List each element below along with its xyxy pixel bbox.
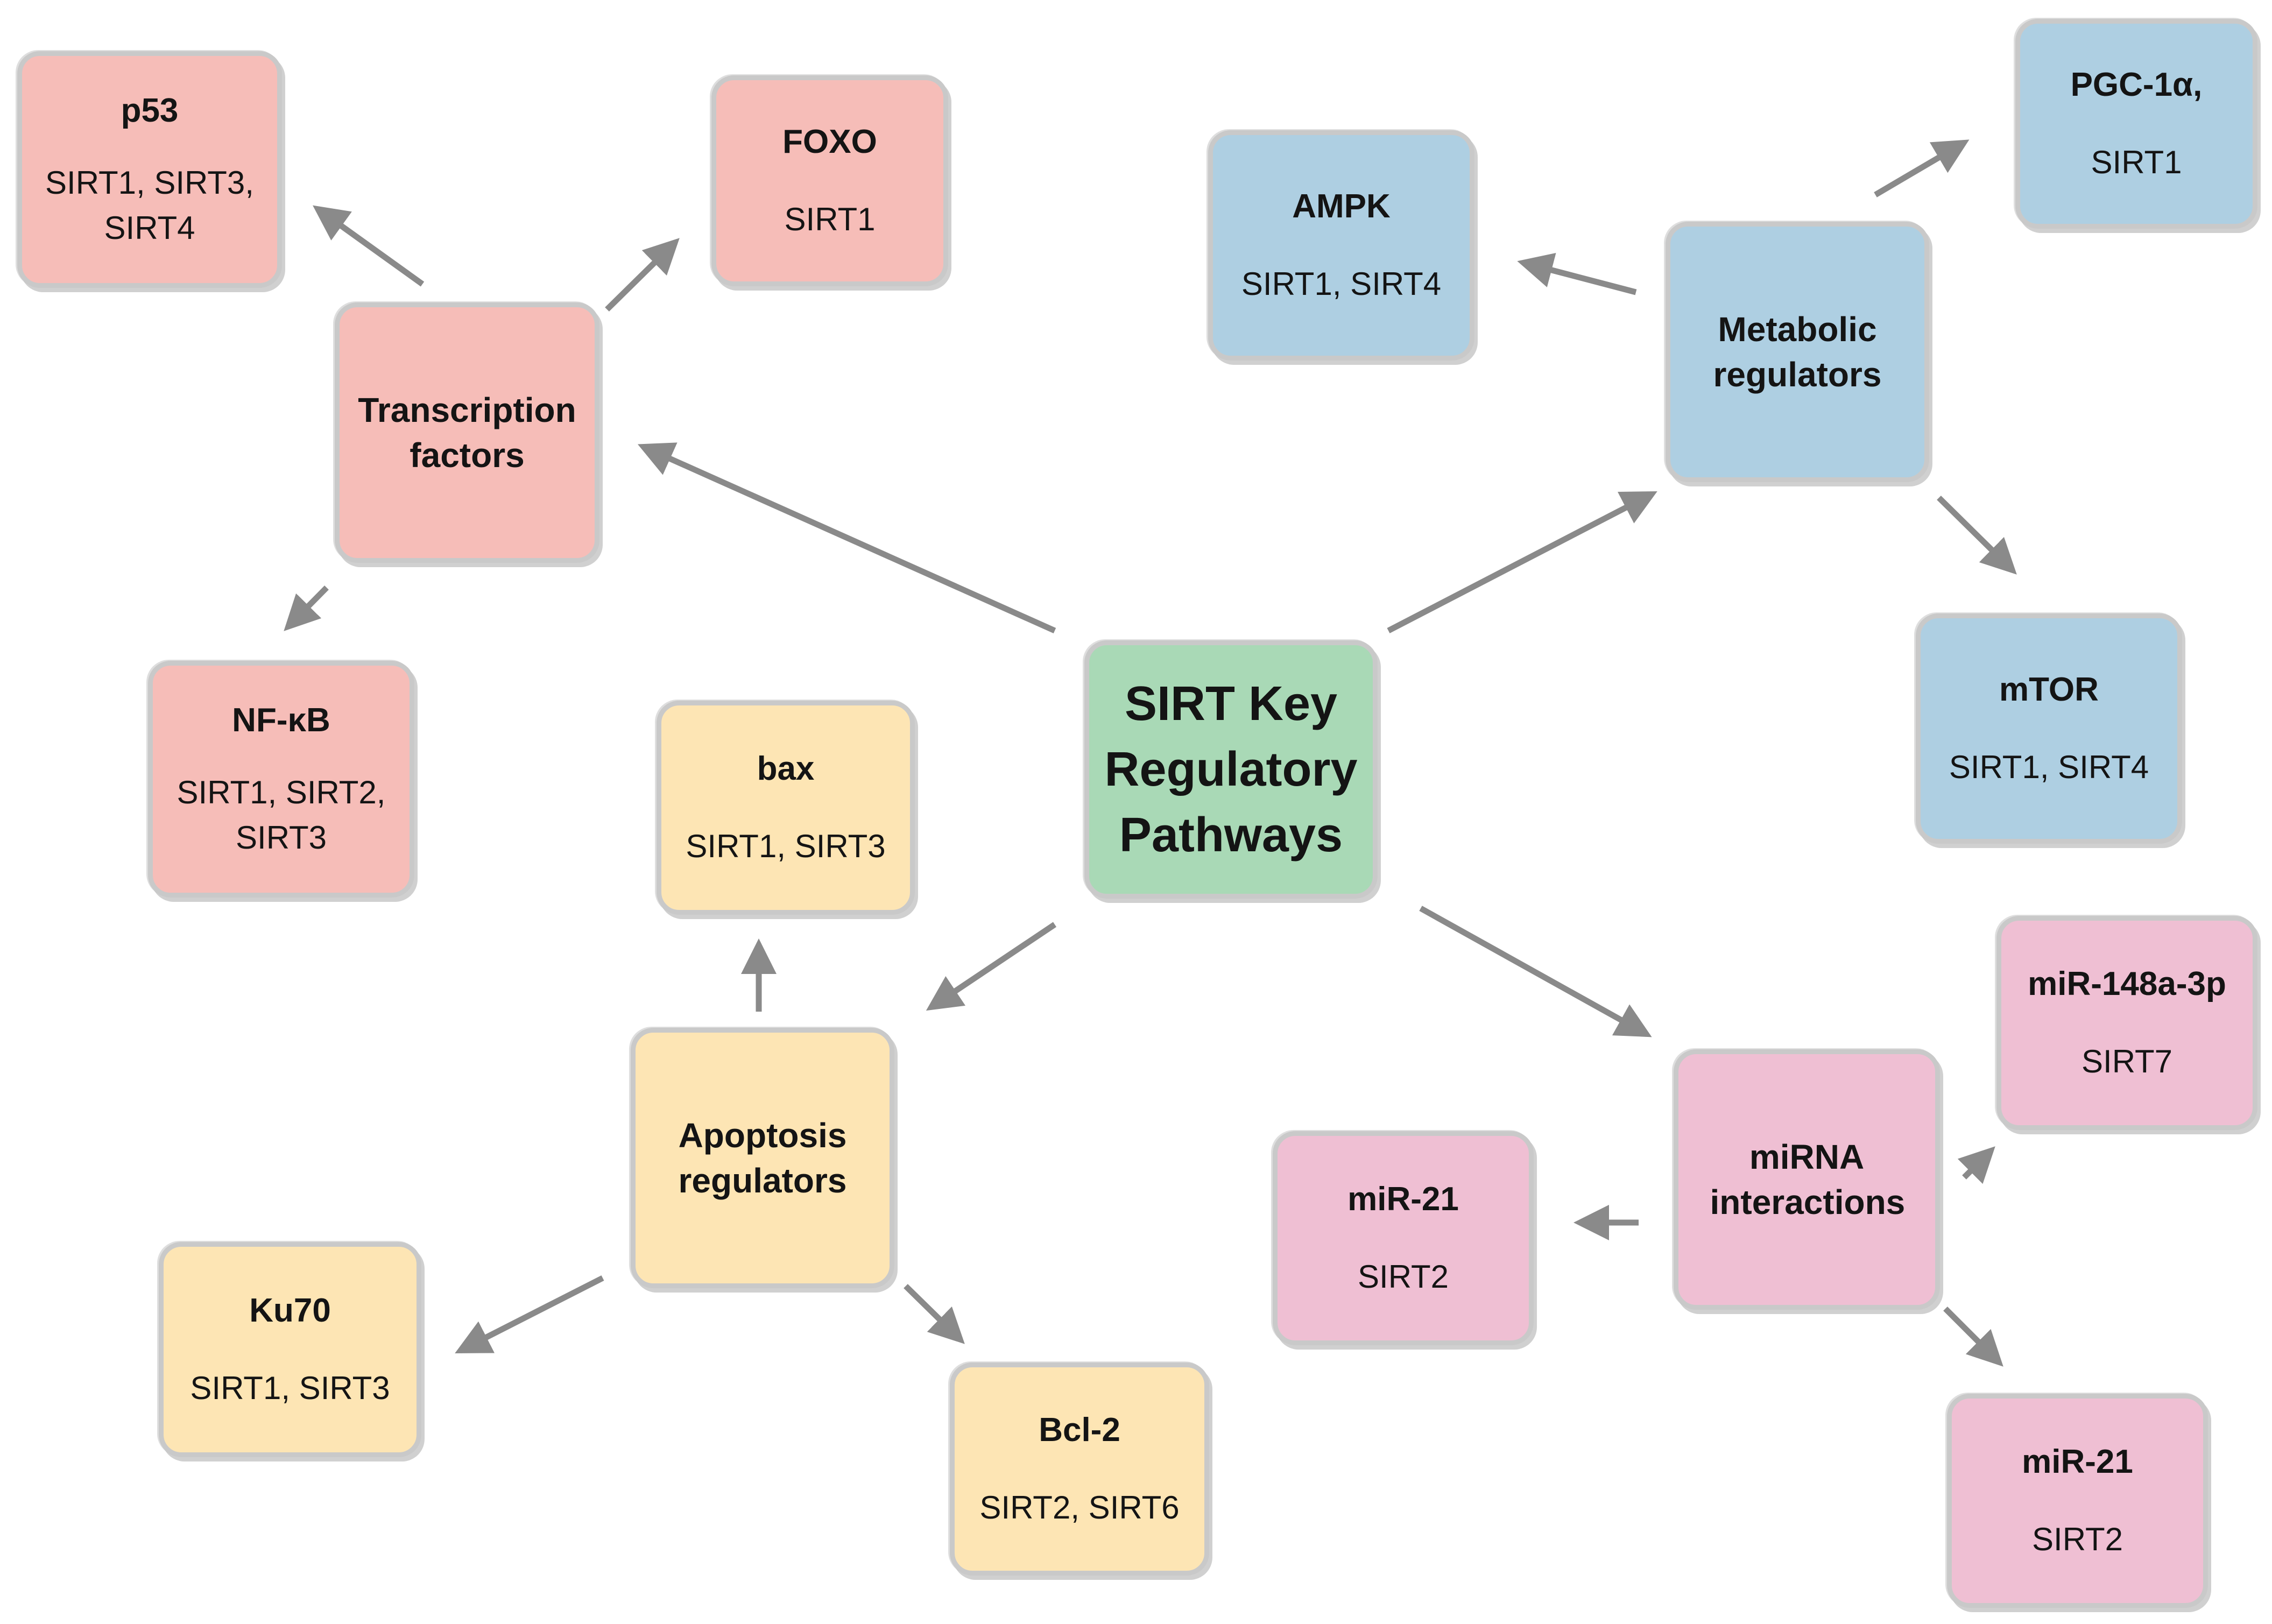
mir21-bottom-title: miR-21: [2022, 1443, 2133, 1480]
mir21-bottom-node: miR-21 SIRT2: [1947, 1394, 2208, 1608]
metabolic-regulators-title: Metabolic regulators: [1713, 310, 1882, 394]
arrow-apoptosis-to-bcl2: [904, 1284, 965, 1344]
mtor-title: mTOR: [1999, 671, 2099, 708]
mir148a-node: miR-148a-3p SIRT7: [1996, 916, 2257, 1130]
mtor-sirts: SIRT1, SIRT4: [1949, 749, 2149, 785]
arrow-metabolic-to-mtor: [1937, 496, 2017, 575]
bax-sirts: SIRT1, SIRT3: [686, 828, 886, 864]
ku70-node: Ku70 SIRT1, SIRT3: [159, 1242, 421, 1457]
foxo-title: FOXO: [782, 123, 877, 160]
bax-node: bax SIRT1, SIRT3: [657, 701, 915, 915]
center-title: SIRT Key Regulatory Pathways: [1104, 677, 1358, 862]
arrow-apoptosis-to-ku70: [455, 1275, 604, 1353]
ampk-node: AMPK SIRT1, SIRT4: [1208, 130, 1474, 361]
bcl2-node: Bcl-2 SIRT2, SIRT6: [950, 1362, 1209, 1576]
arrow-center-to-mirna: [1419, 906, 1652, 1037]
bcl2-sirts: SIRT2, SIRT6: [979, 1489, 1180, 1526]
nfkb-sirts: SIRT1, SIRT2, SIRT3: [177, 774, 386, 856]
pgc1a-node: PGC-1α, SIRT1: [2015, 19, 2257, 229]
mir21-bottom-sirts: SIRT2: [2032, 1521, 2123, 1557]
mir21-left-node: miR-21 SIRT2: [1273, 1131, 1534, 1345]
arrow-metabolic-to-ampk: [1517, 253, 1637, 295]
nfkb-node: NF-κB SIRT1, SIRT2, SIRT3: [148, 661, 414, 898]
mir148a-title: miR-148a-3p: [2028, 965, 2226, 1002]
mtor-node: mTOR SIRT1, SIRT4: [1916, 613, 2182, 844]
arrow-transcription-to-p53: [313, 205, 425, 287]
mir148a-sirts: SIRT7: [2082, 1043, 2172, 1079]
pgc1a-sirts: SIRT1: [2091, 144, 2182, 180]
foxo-node: FOXO SIRT1: [711, 75, 948, 286]
mirna-interactions-node: miRNA interactions: [1674, 1049, 1940, 1310]
mir21-left-sirts: SIRT2: [1358, 1259, 1449, 1295]
bax-title: bax: [757, 750, 815, 787]
transcription-factors-title: Transcription factors: [358, 391, 576, 475]
arrow-transcription-to-nfkb: [284, 585, 329, 631]
ku70-sirts: SIRT1, SIRT3: [190, 1370, 390, 1406]
metabolic-regulators-node: Metabolic regulators: [1666, 222, 1929, 482]
arrow-center-to-transcription: [637, 442, 1056, 634]
pgc1a-title: PGC-1α,: [2070, 66, 2203, 103]
arrow-transcription-to-foxo: [605, 238, 680, 312]
apoptosis-regulators-node: Apoptosis regulators: [631, 1028, 894, 1288]
arrow-center-to-metabolic: [1387, 491, 1657, 633]
p53-node: p53 SIRT1, SIRT3, SIRT4: [17, 51, 282, 288]
transcription-factors-node: Transcription factors: [335, 302, 599, 563]
arrow-mirna-to-mir21-bottom: [1943, 1307, 2003, 1367]
nfkb-title: NF-κB: [232, 702, 330, 739]
ku70-title: Ku70: [249, 1292, 331, 1329]
ampk-title: AMPK: [1292, 188, 1391, 225]
ampk-sirts: SIRT1, SIRT4: [1241, 266, 1442, 302]
center-node: SIRT Key Regulatory Pathways: [1084, 640, 1378, 899]
foxo-sirts: SIRT1: [784, 201, 876, 237]
apoptosis-regulators-title: Apoptosis regulators: [678, 1116, 847, 1200]
p53-title: p53: [121, 92, 179, 129]
arrow-metabolic-to-pgc1a: [1874, 139, 1970, 197]
mir21-left-title: miR-21: [1347, 1181, 1459, 1218]
arrow-mirna-to-mir148a: [1957, 1146, 1995, 1184]
arrow-center-to-apoptosis: [926, 922, 1057, 1011]
mirna-interactions-title: miRNA interactions: [1710, 1138, 1906, 1221]
p53-sirts: SIRT1, SIRT3, SIRT4: [45, 165, 254, 246]
bcl2-title: Bcl-2: [1039, 1411, 1120, 1449]
